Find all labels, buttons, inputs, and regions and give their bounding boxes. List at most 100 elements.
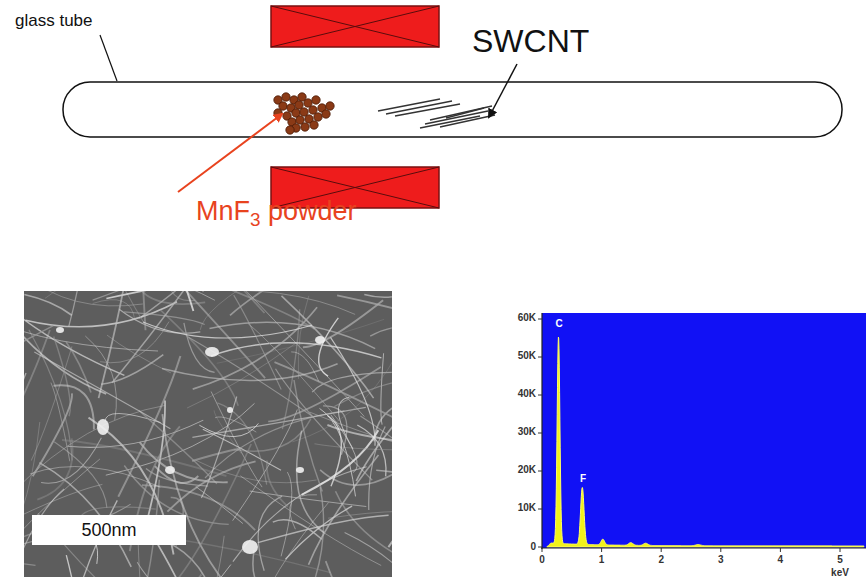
sem-particle (296, 467, 304, 473)
sem-fiber (376, 470, 392, 534)
heater-block (271, 6, 439, 47)
axis-label: 4 (778, 554, 784, 566)
heater-cross (271, 6, 439, 47)
sem-fiber (309, 412, 392, 460)
sem-fiber (99, 291, 125, 398)
axis-label: 30K (518, 426, 536, 438)
sem-fiber (162, 364, 338, 381)
sem-fiber (267, 461, 288, 507)
sem-fiber (273, 520, 322, 540)
nanotube-bundle (378, 99, 495, 128)
peak-label: F (580, 473, 586, 485)
sem-fiber (187, 342, 297, 408)
powder-particle (286, 126, 294, 134)
axis-label: 60K (518, 312, 536, 324)
sem-fiber (331, 415, 357, 473)
sem-fiber (199, 423, 258, 436)
sem-image (24, 291, 392, 577)
axis-unit: keV (831, 567, 849, 579)
sem-fiber (312, 372, 392, 392)
y-axis (541, 313, 542, 549)
sem-fiber (200, 291, 264, 313)
pointer-arrow (178, 114, 282, 192)
sem-fiber (85, 336, 116, 420)
sem-fiber (93, 291, 241, 300)
powder-particle (310, 121, 318, 129)
sem-fiber (370, 326, 392, 339)
sem-fiber (364, 291, 392, 297)
sem-fiber (179, 444, 251, 577)
nanotube-line (420, 116, 480, 128)
axis-tick (538, 509, 542, 510)
part-label: MnF3 powder (196, 196, 357, 231)
spectrum-fill (547, 337, 864, 547)
sem-fiber (290, 495, 317, 530)
sem-fiber (24, 319, 158, 351)
sem-fiber (161, 310, 238, 405)
sem-fiber (162, 414, 224, 577)
axis-tick (661, 548, 662, 552)
sem-fiber (193, 307, 317, 389)
sem-fiber (226, 291, 315, 329)
sem-fiber (186, 291, 356, 314)
pointer-arrow (489, 64, 517, 117)
sem-fiber (54, 442, 107, 508)
sem-fiber (69, 291, 87, 326)
sem-fiber (118, 356, 180, 497)
sem-fiber (51, 383, 70, 462)
axis-label: 1 (599, 554, 605, 566)
sem-fiber (381, 353, 384, 425)
sem-fiber (233, 467, 367, 562)
sem-fiber (326, 561, 368, 577)
sem-fiber (200, 291, 267, 330)
axis-label: 0 (530, 541, 536, 553)
scale-bar: 500nm (32, 515, 186, 545)
sem-fiber (258, 515, 389, 542)
sem-fiber (140, 291, 146, 330)
part-label: SWCNT (472, 23, 589, 60)
sem-fiber (76, 291, 145, 325)
sem-particle (165, 466, 175, 474)
axis-label: 50K (518, 350, 536, 362)
peak-label: C (555, 318, 562, 330)
axis-tick (538, 319, 542, 320)
sem-fiber (210, 322, 376, 348)
sem-fiber (298, 296, 309, 379)
sem-fiber (320, 470, 392, 485)
axis-label: 2 (658, 554, 664, 566)
sem-fiber (282, 296, 374, 398)
axis-label: 20K (518, 464, 536, 476)
sem-fiber (336, 491, 393, 570)
axis-tick (780, 548, 781, 552)
sem-fiber (106, 291, 244, 299)
sem-fiber (66, 555, 83, 577)
sem-fiber (137, 562, 222, 577)
powder-particle (326, 102, 334, 110)
sem-fiber (144, 291, 265, 378)
sem-particle (227, 407, 233, 413)
glass-tube (63, 82, 842, 137)
axis-tick (538, 357, 542, 358)
axis-label: 5 (837, 554, 843, 566)
sem-fiber (136, 291, 205, 304)
nanotube-line (395, 104, 460, 116)
axis-tick (538, 471, 542, 472)
sem-fiber (286, 506, 353, 559)
sem-fiber (196, 487, 243, 524)
sem-fiber (276, 369, 373, 481)
sem-fiber (211, 343, 381, 358)
sem-fiber (196, 460, 317, 482)
sem-particle (315, 336, 325, 344)
axis-label: 10K (518, 502, 536, 514)
sem-fiber (93, 300, 135, 320)
powder-particle (314, 113, 322, 121)
plot-area (542, 313, 866, 548)
sem-fiber (165, 538, 331, 573)
sem-fibers (24, 291, 392, 577)
sem-fiber (143, 322, 312, 338)
powder-particles (274, 93, 334, 134)
nanotube-line (425, 111, 488, 124)
sem-fiber (297, 431, 324, 533)
sem-fiber (167, 461, 255, 511)
sem-fiber (45, 291, 99, 298)
